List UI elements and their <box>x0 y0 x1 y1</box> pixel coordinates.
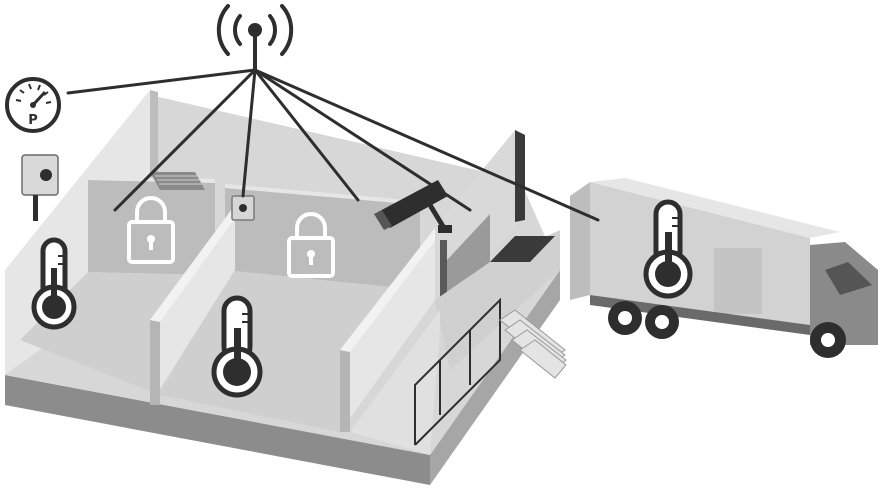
thermometer-icon-center <box>211 295 263 398</box>
truck-box-rear <box>570 182 590 300</box>
truck-underbody <box>590 295 810 335</box>
padlock-icon-room2 <box>287 212 335 278</box>
warehouse-building <box>5 90 567 485</box>
vent-slats <box>155 175 202 185</box>
truck-door-panel <box>714 248 762 314</box>
wireless-antenna-icon <box>216 4 294 70</box>
right-divider-wall-top <box>340 228 443 352</box>
truck-cab-window <box>825 262 872 295</box>
refrigerated-truck <box>570 178 878 358</box>
stairs <box>499 309 567 379</box>
room2-wall-top <box>225 184 420 205</box>
gauge-letter: P <box>28 113 38 128</box>
dock-leveler <box>490 236 555 262</box>
right-divider-wall-side <box>340 350 350 432</box>
thermometer-icon-truck <box>643 199 693 299</box>
dock-door-post <box>440 240 447 300</box>
padlock-icon-room1 <box>127 196 175 264</box>
wall-sensor-small-dot <box>239 204 247 212</box>
security-camera-icon <box>374 180 452 233</box>
divider-wall-face <box>150 205 235 405</box>
front-right-wall <box>350 310 440 455</box>
right-divider-wall-face <box>340 228 435 432</box>
ramp-railing <box>414 297 501 446</box>
dock-door-opening <box>447 214 490 300</box>
truck-box-top <box>590 178 840 238</box>
divider-wall-top <box>150 205 243 322</box>
wall-sensor-icon <box>21 154 59 221</box>
divider-wall-side <box>150 320 160 405</box>
thermometer-icon-left <box>31 237 77 330</box>
truck-wheels <box>608 301 846 358</box>
dock-wall-edge <box>515 130 525 222</box>
floor-front-face <box>5 375 430 485</box>
pressure-gauge-icon: P <box>5 77 61 133</box>
